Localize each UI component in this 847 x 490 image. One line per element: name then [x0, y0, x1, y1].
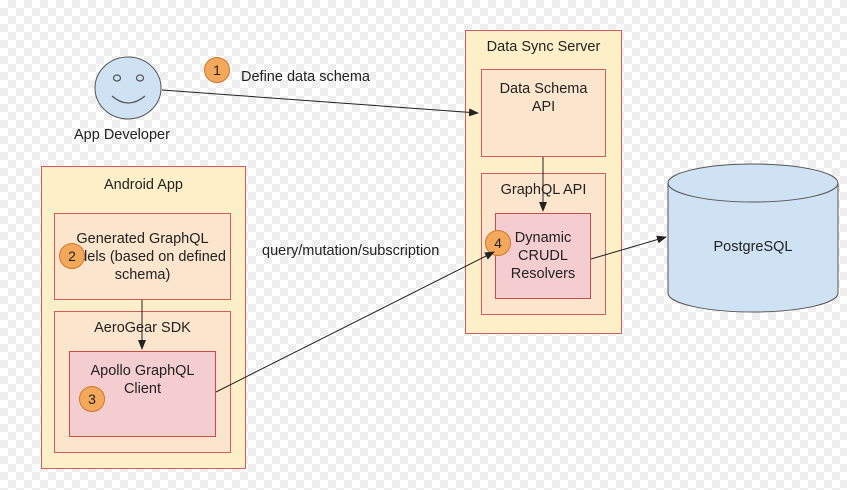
data-sync-server-title: Data Sync Server	[486, 39, 601, 55]
data-schema-api-label: Data Schema API	[499, 81, 588, 115]
android-app-title: Android App	[103, 177, 183, 193]
apollo-client-label: Apollo GraphQL Client	[90, 363, 195, 397]
step-1-badge: 1	[204, 57, 230, 83]
aerogear-sdk-label: AeroGear SDK	[94, 320, 191, 336]
dynamic-crudl-resolvers-box: Dynamic CRUDL Resolvers	[495, 213, 591, 299]
step-1-label: Define data schema	[241, 69, 370, 85]
dynamic-crudl-resolvers-label: Dynamic CRUDL Resolvers	[510, 230, 576, 282]
smiley-face-icon	[94, 56, 162, 120]
step-4-badge: 4	[485, 230, 511, 256]
arrow-client-to-resolvers	[215, 251, 495, 393]
step-3-badge: 3	[79, 386, 105, 412]
data-schema-api-box: Data Schema API	[481, 69, 606, 157]
generated-models-label: Generated GraphQL Models (based on defin…	[59, 230, 226, 283]
graphql-api-label: GraphQL API	[500, 182, 587, 198]
postgresql-label: PostgreSQL	[713, 239, 793, 255]
step-2-badge: 2	[59, 243, 85, 269]
arrow-define-schema	[161, 89, 479, 117]
query-mutation-subscription-label: query/mutation/subscription	[262, 243, 440, 259]
app-developer-label: App Developer	[74, 127, 170, 143]
